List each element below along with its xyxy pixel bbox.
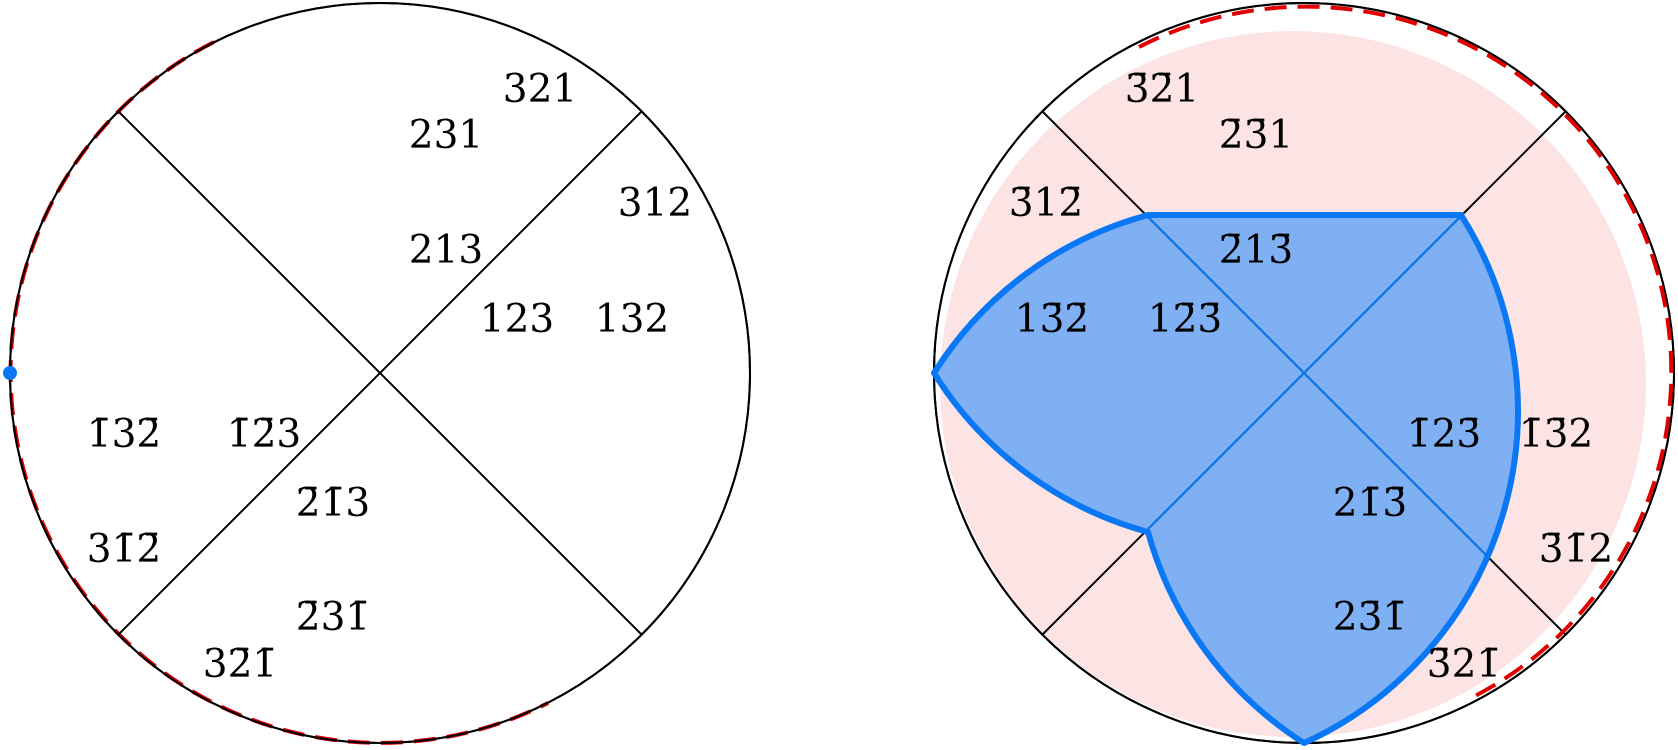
horizontal-lens <box>932 2 1676 744</box>
region-label: 132 <box>595 297 669 342</box>
region-label: 1̄2̄3 <box>227 412 301 457</box>
region-label: 213 <box>409 228 483 273</box>
region-label: 31̄2̄ <box>87 527 161 572</box>
left-diagram: 321 231 312 213 123 132 1̄32̄ 1̄2̄3 2̄1̄… <box>3 1 752 745</box>
right-diagram: 3̄2̄1 2̄3̄1 3̄12̄ 2̄13̄ 13̄2̄ 12̄3̄ 1̄23… <box>931 1 1676 746</box>
region-label: 12̄3̄ <box>1148 297 1222 342</box>
hyperplane-lines <box>8 1 752 745</box>
horizontal-lens <box>8 2 752 744</box>
region-label: 1̄23̄ <box>1407 412 1481 457</box>
highlighted-region <box>934 215 1518 743</box>
region-label: 2̄3̄1 <box>1219 113 1293 158</box>
region-label: 312 <box>618 181 692 226</box>
region-label: 23̄1̄ <box>1333 595 1407 640</box>
region-label: 1̄3̄2 <box>1519 412 1593 457</box>
region-label: 2̄13̄ <box>1219 228 1293 273</box>
highlight-outline <box>931 212 1521 746</box>
region-label: 3̄21̄ <box>1427 642 1501 687</box>
region-label: 3̄12̄ <box>1009 181 1083 226</box>
region-label: 2̄1̄3 <box>296 481 370 526</box>
region-label: 123 <box>480 297 554 342</box>
left-region-labels: 321 231 312 213 123 132 1̄32̄ 1̄2̄3 2̄1̄… <box>87 67 692 687</box>
region-label: 13̄2̄ <box>1015 297 1089 342</box>
region-label: 2̄31̄ <box>296 595 370 640</box>
region-label: 1̄32̄ <box>87 412 161 457</box>
region-label: 21̄3̄ <box>1333 481 1407 526</box>
marked-point-dot <box>3 366 17 380</box>
diagonal-line-2 <box>118 111 642 635</box>
region-label: 3̄2̄1 <box>1125 67 1199 112</box>
region-label: 32̄1̄ <box>203 642 277 687</box>
region-label: 231 <box>409 113 483 158</box>
right-region-labels: 3̄2̄1 2̄3̄1 3̄12̄ 2̄13̄ 13̄2̄ 12̄3̄ 1̄23… <box>1009 67 1613 687</box>
region-label: 3̄1̄2 <box>1539 527 1613 572</box>
disk-dashed-boundary <box>1138 4 1674 699</box>
region-label: 321 <box>503 67 577 112</box>
